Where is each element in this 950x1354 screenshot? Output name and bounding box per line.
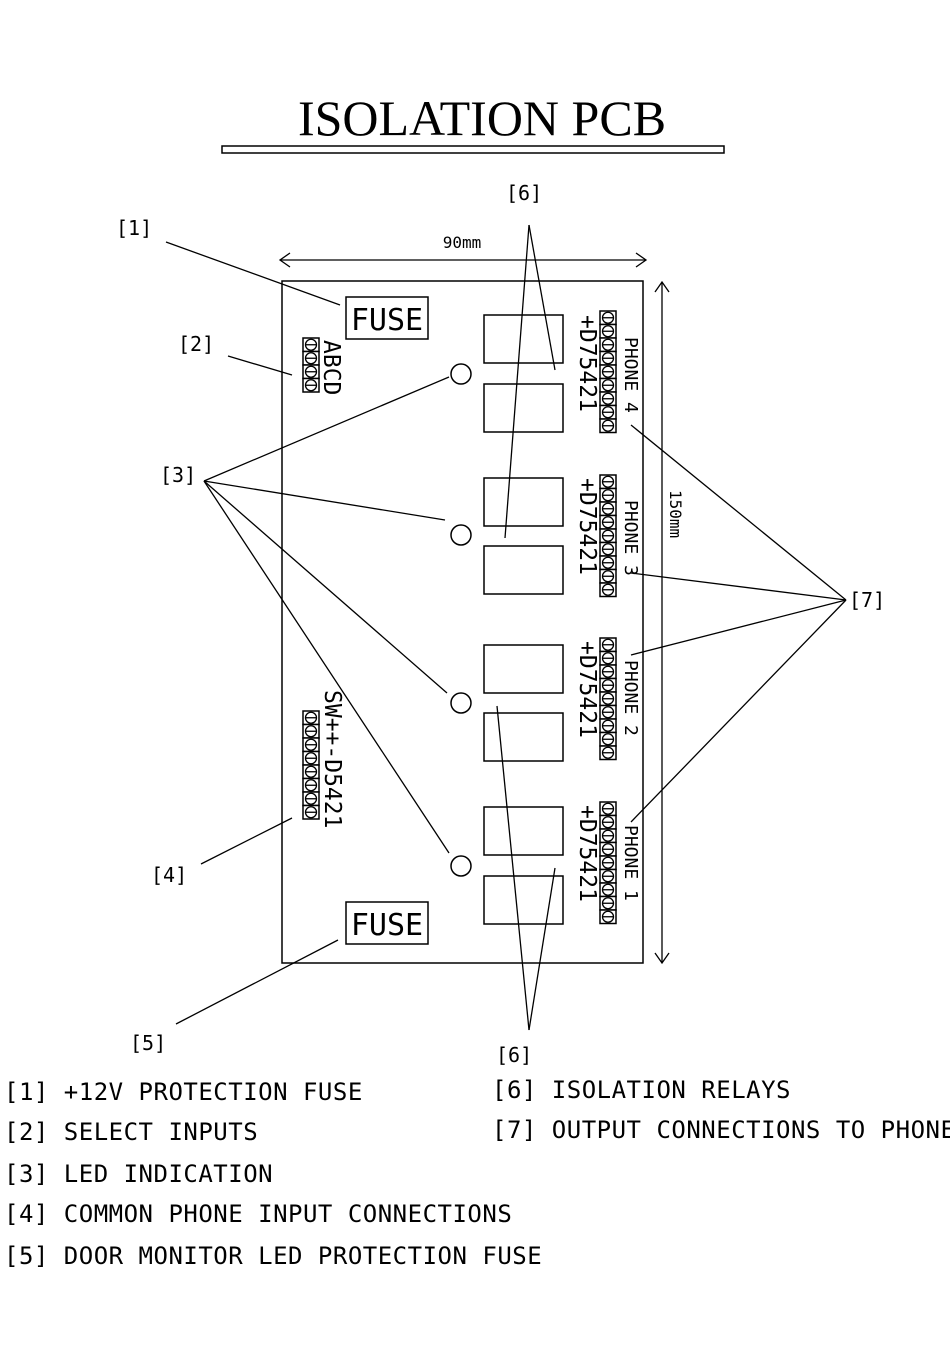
legend: [1] +12V PROTECTION FUSE [2] SELECT INPU…	[4, 1076, 950, 1270]
callout-4: [4]	[151, 863, 187, 887]
width-dimension-label: 90mm	[443, 233, 482, 252]
led	[450, 524, 472, 546]
callout-1: [1]	[116, 216, 152, 240]
relay	[483, 875, 564, 925]
phone-4-label: PHONE 4	[620, 337, 641, 413]
relay	[483, 644, 564, 694]
phone-2-label: PHONE 2	[620, 660, 641, 736]
relay	[483, 712, 564, 762]
phone-2-terminal	[599, 637, 617, 761]
relay	[483, 383, 564, 433]
led	[450, 363, 472, 385]
top-fuse-label: FUSE	[351, 303, 423, 338]
legend-item-5: [5] DOOR MONITOR LED PROTECTION FUSE	[4, 1242, 542, 1270]
callout-6-bottom: [6]	[496, 1043, 532, 1067]
phone-2-pin-labels: +D75421	[574, 641, 600, 738]
led-indicators	[450, 363, 472, 877]
pcb-board	[281, 280, 644, 964]
title-underline	[221, 145, 725, 154]
isolation-relays	[483, 314, 564, 925]
phone-3-terminal	[599, 474, 617, 598]
relay	[483, 477, 564, 527]
leader-lines	[165, 224, 847, 1031]
top-fuse: FUSE	[345, 296, 429, 340]
callout-6-top: [6]	[506, 181, 542, 205]
height-dimension-label: 150mm	[666, 490, 685, 538]
phone-3-label: PHONE 3	[620, 500, 641, 576]
relay	[483, 545, 564, 595]
legend-item-2: [2] SELECT INPUTS	[4, 1118, 258, 1146]
bottom-fuse: FUSE	[345, 901, 429, 945]
select-inputs-terminal	[302, 337, 320, 393]
bottom-fuse-label: FUSE	[351, 908, 423, 943]
led	[450, 855, 472, 877]
phone-1-label: PHONE 1	[620, 825, 641, 901]
legend-item-7: [7] OUTPUT CONNECTIONS TO PHONES	[492, 1116, 950, 1144]
relay	[483, 806, 564, 856]
phone-1-terminal	[599, 801, 617, 925]
legend-item-6: [6] ISOLATION RELAYS	[492, 1076, 791, 1104]
width-dimension: 90mm	[278, 233, 648, 268]
callout-3: [3]	[160, 463, 196, 487]
phone-3-output: +D75421 PHONE 3	[574, 474, 641, 598]
phone-4-terminal	[599, 310, 617, 434]
height-dimension: 150mm	[654, 280, 685, 965]
callout-5: [5]	[130, 1031, 166, 1055]
phone-2-output: +D75421 PHONE 2	[574, 637, 641, 761]
phone-4-output: +D75421 PHONE 4	[574, 310, 641, 434]
legend-item-3: [3] LED INDICATION	[4, 1160, 273, 1188]
legend-item-4: [4] COMMON PHONE INPUT CONNECTIONS	[4, 1200, 512, 1228]
common-input-pin-labels: SW++-D5421	[319, 690, 345, 828]
phone-1-pin-labels: +D75421	[574, 805, 600, 902]
diagram-title: ISOLATION PCB	[298, 90, 666, 146]
common-input-terminal	[302, 710, 320, 820]
select-inputs-pin-labels: ABCD	[318, 340, 344, 395]
led	[450, 692, 472, 714]
phone-3-pin-labels: +D75421	[574, 478, 600, 575]
legend-item-1: [1] +12V PROTECTION FUSE	[4, 1078, 363, 1106]
relay	[483, 314, 564, 364]
callout-7: [7]	[849, 588, 885, 612]
callout-2: [2]	[178, 332, 214, 356]
phone-4-pin-labels: +D75421	[574, 315, 600, 412]
phone-1-output: +D75421 PHONE 1	[574, 801, 641, 925]
